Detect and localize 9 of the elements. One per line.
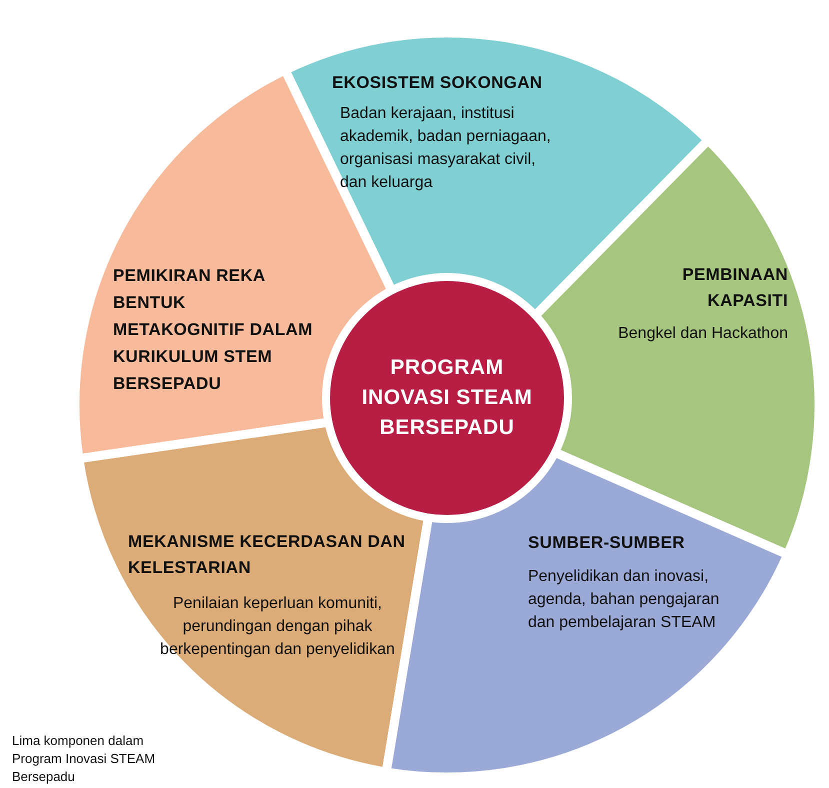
segment-heading: EKOSISTEM SOKONGAN: [332, 72, 544, 94]
segment-description: Bengkel dan Hackathon: [617, 324, 788, 344]
segment-heading: SUMBER-SUMBER: [528, 532, 686, 554]
segment-heading: PEMBINAAN KAPASITI: [681, 264, 788, 312]
segment-heading: PEMIKIRAN REKA BENTUK METAKOGNITIF DALAM KURIKULUM STEM BERSEPADU: [112, 264, 313, 395]
center-title: PROGRAM INOVASI STEAM BERSEPADU: [360, 355, 534, 441]
segment-description: Penyelidikan dan inovasi, agenda, bahan pengajaran dan pembelajaran STEAM: [528, 567, 720, 633]
segment-heading: MEKANISME KECERDASAN DAN KELESTARIAN: [128, 531, 406, 579]
caption: Lima komponen dalam Program Inovasi STEAM Bersepadu: [12, 732, 156, 786]
